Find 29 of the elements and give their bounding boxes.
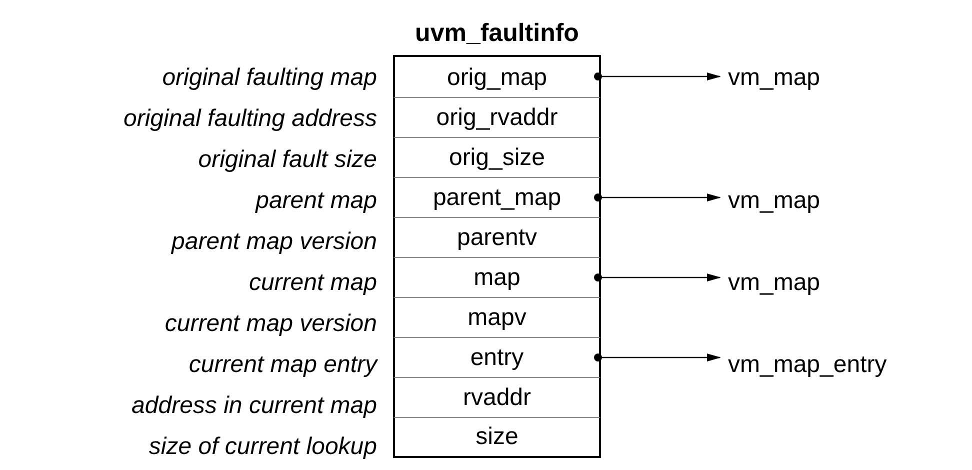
- field-description: original fault size: [198, 148, 377, 172]
- struct-name: vm_map: [728, 270, 820, 294]
- field-cell: orig_size: [393, 137, 601, 178]
- field-description: current map: [248, 270, 377, 294]
- field-description: original faulting map: [162, 66, 377, 90]
- field-description: current map version: [164, 312, 377, 336]
- arrow: [594, 274, 721, 282]
- field-description: parent map: [256, 188, 377, 212]
- struct-name: vm_map: [728, 188, 820, 212]
- field-description: address in current map: [132, 394, 377, 418]
- field-cell: orig_rvaddr: [393, 97, 601, 138]
- field-cell: rvaddr: [393, 377, 601, 418]
- field-description: current map entry: [188, 352, 377, 376]
- struct-name: vm_map_entry: [728, 352, 887, 376]
- field-cell: size: [393, 417, 601, 458]
- field-cell: parentv: [393, 217, 601, 258]
- field-cell: map: [393, 257, 601, 298]
- field-description: original faulting address: [124, 106, 377, 130]
- struct-name: vm_map: [728, 66, 820, 90]
- field-cell: parent_map: [393, 177, 601, 218]
- field-description: parent map version: [172, 230, 377, 254]
- arrow: [594, 354, 721, 362]
- struct-title: uvm_faultinfo: [415, 18, 579, 48]
- arrow: [594, 194, 721, 202]
- field-cell: orig_map: [393, 55, 601, 98]
- arrow: [594, 72, 721, 80]
- field-cell: entry: [393, 337, 601, 378]
- field-cell: mapv: [393, 297, 601, 338]
- field-description: size of current lookup: [148, 434, 377, 458]
